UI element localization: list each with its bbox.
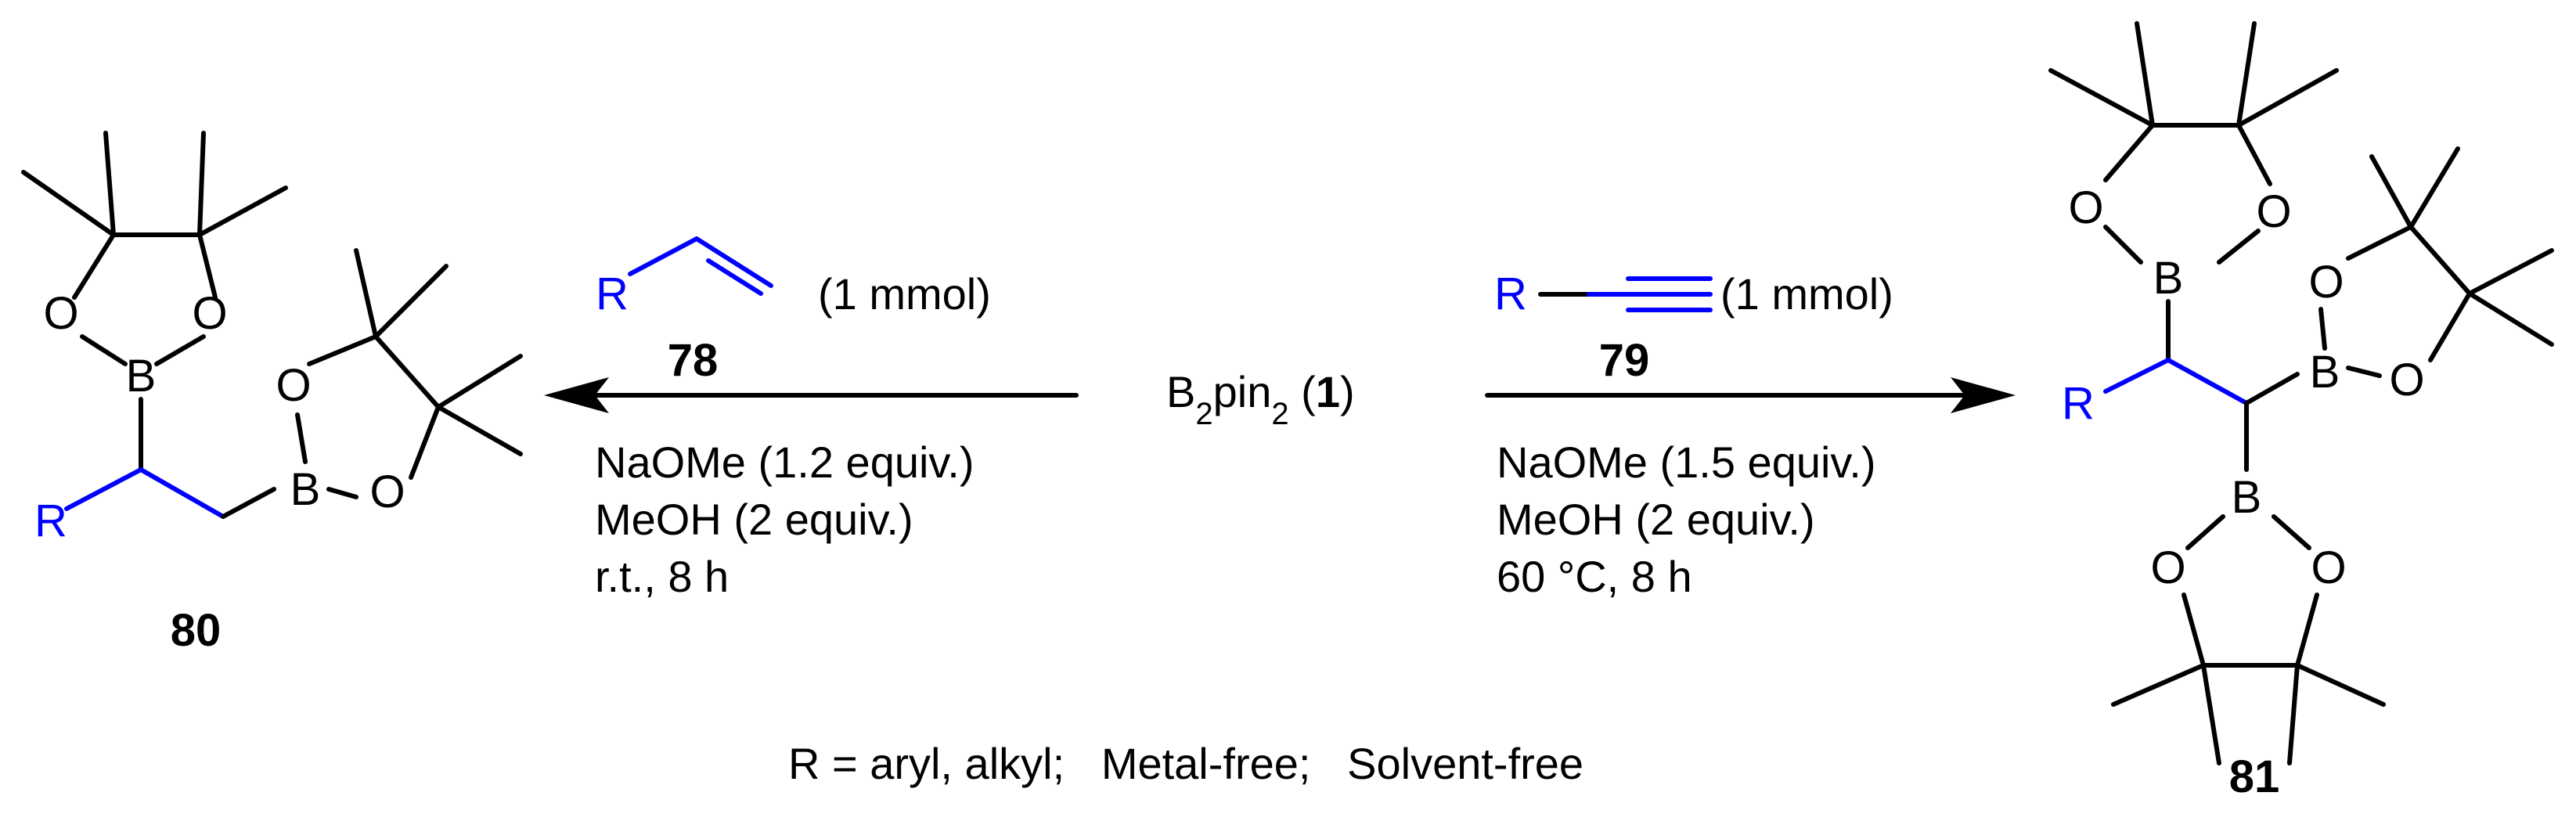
bond <box>21 170 116 237</box>
reagent-text: B <box>1166 367 1195 416</box>
atom-o: O <box>2256 186 2291 237</box>
substrate-amount: (1 mmol) <box>1720 269 1893 319</box>
condition-line: MeOH (2 equiv.) <box>595 495 913 544</box>
atom-o: O <box>2150 542 2185 593</box>
bond <box>2201 663 2221 765</box>
atom-b: B <box>290 464 321 515</box>
bond <box>2217 229 2261 265</box>
bond <box>2103 358 2171 394</box>
bond <box>197 131 206 237</box>
reagent-subscript: 2 <box>1271 397 1288 431</box>
atom-r: R <box>34 495 67 546</box>
bond <box>2236 123 2272 186</box>
substrate-amount: (1 mmol) <box>818 269 991 319</box>
bond <box>2244 372 2300 405</box>
bond <box>64 467 143 511</box>
product-80-structure <box>21 131 523 519</box>
atom-o: O <box>276 360 311 411</box>
bond <box>436 354 523 409</box>
bond <box>197 232 218 300</box>
bond <box>2166 358 2249 405</box>
condition-line: r.t., 8 h <box>595 552 729 601</box>
bond <box>221 487 276 519</box>
bond <box>373 334 441 409</box>
condition-line: NaOMe (1.2 equiv.) <box>595 438 974 487</box>
bond <box>2408 225 2472 296</box>
arrowhead <box>544 377 609 413</box>
bond <box>706 258 763 296</box>
bond <box>2467 248 2554 296</box>
compound-number-80: 80 <box>171 605 222 656</box>
alkyne-79-structure <box>1538 276 1713 312</box>
bond <box>2135 21 2155 128</box>
reagent-text: pin <box>1213 367 1272 416</box>
bond <box>2318 307 2327 351</box>
bond <box>2236 68 2339 128</box>
alkene-78-structure <box>628 236 773 296</box>
atom-r: R <box>1494 268 1527 319</box>
bond <box>2346 366 2382 378</box>
bond <box>2272 514 2311 550</box>
bond <box>2111 663 2206 707</box>
product-81-structure <box>2048 21 2554 765</box>
bond <box>409 405 441 480</box>
atom-o: O <box>369 466 405 517</box>
bond <box>2295 663 2386 707</box>
bond <box>2369 154 2413 229</box>
reagent-number: 1 <box>1316 367 1340 416</box>
reagent-text: ) <box>1340 367 1355 416</box>
bond <box>2346 225 2413 261</box>
atom-b: B <box>2232 472 2262 523</box>
bond <box>139 467 225 519</box>
bond <box>295 412 308 464</box>
arrowhead <box>1951 377 2016 413</box>
scope-footnote: R = aryl, alkyl; Metal-free; Solvent-fre… <box>788 739 1583 788</box>
bond <box>197 185 288 237</box>
atom-r: R <box>596 268 629 319</box>
atom-o: O <box>2311 542 2346 593</box>
reagent-subscript: 2 <box>1195 397 1212 431</box>
condition-line: MeOH (2 equiv.) <box>1497 495 1815 544</box>
bond <box>2103 123 2155 182</box>
bond <box>373 264 449 339</box>
bond <box>326 487 358 499</box>
atom-b: B <box>126 351 157 402</box>
compound-number-79: 79 <box>1599 335 1650 386</box>
compound-number-81: 81 <box>2229 751 2280 802</box>
bond <box>80 334 128 366</box>
bond <box>2408 146 2460 229</box>
atom-o: O <box>2068 182 2103 233</box>
condition-line: 60 °C, 8 h <box>1497 552 1692 601</box>
atom-b: B <box>2153 253 2184 304</box>
atom-o: O <box>192 288 227 339</box>
atom-o: O <box>2308 257 2344 308</box>
bond <box>2185 514 2225 550</box>
bond <box>436 405 523 456</box>
atom-b: B <box>2310 347 2340 398</box>
reagent-text: ( <box>1289 367 1317 416</box>
bond <box>2287 663 2300 765</box>
bond <box>2103 225 2143 265</box>
bond <box>307 334 378 366</box>
atom-r: R <box>2062 378 2095 429</box>
bond <box>2295 592 2319 668</box>
bond <box>2048 68 2155 128</box>
atom-o: O <box>43 288 78 339</box>
bond <box>103 131 116 237</box>
condition-line: NaOMe (1.5 equiv.) <box>1497 438 1875 487</box>
atom-o: O <box>2389 355 2424 405</box>
bond <box>354 248 378 339</box>
bond <box>694 236 773 288</box>
bond <box>2181 592 2206 668</box>
compound-number-78: 78 <box>668 335 719 386</box>
bond <box>2467 291 2554 347</box>
bond <box>72 232 116 300</box>
bond <box>2236 21 2257 128</box>
bond <box>154 334 206 366</box>
bond <box>2428 291 2472 362</box>
bond <box>628 236 699 276</box>
reagent-b2pin2: B2pin2 (1) <box>1166 367 1355 431</box>
